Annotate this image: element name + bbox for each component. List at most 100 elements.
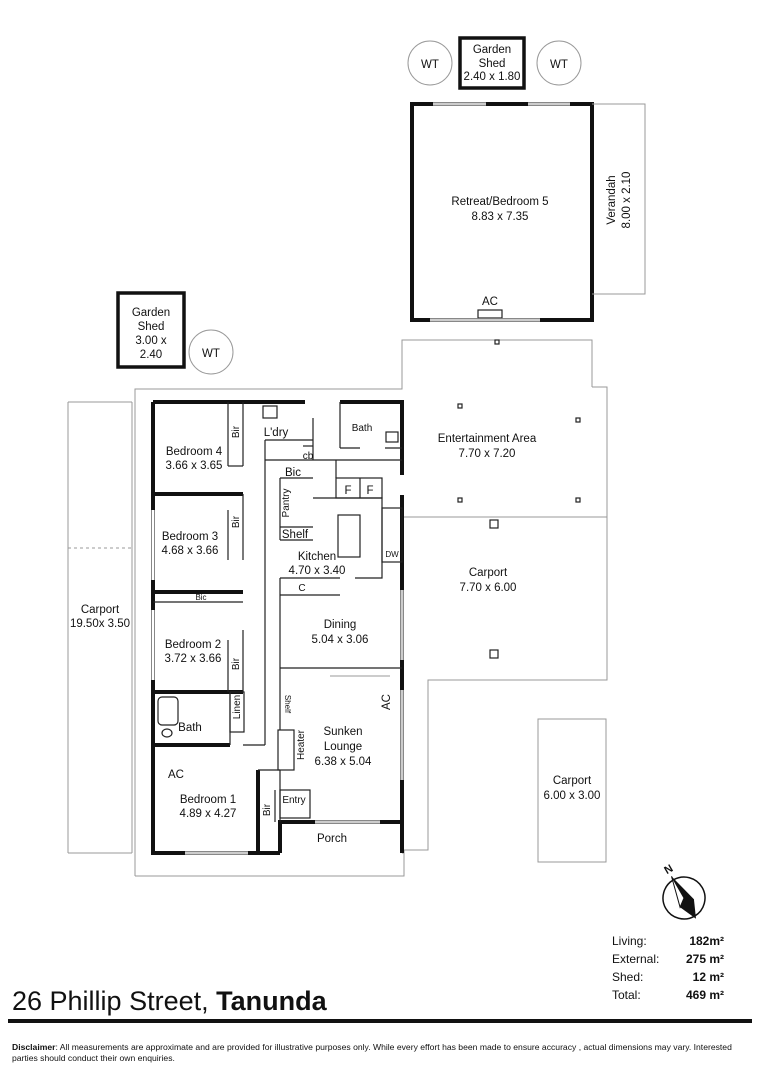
bedroom4-size: 3.66 x 3.65 <box>166 460 223 472</box>
freezer-label: F <box>366 485 373 497</box>
bedroom1-bir: Bir <box>262 803 273 816</box>
area-label: Shed: <box>612 970 644 984</box>
shelf-label: Shelf <box>282 529 309 541</box>
bic-label: Bic <box>285 467 301 479</box>
area-value: 275 m² <box>685 952 724 966</box>
bedroom1-ac: AC <box>168 769 184 781</box>
verandah-name: Verandah <box>606 175 618 224</box>
lounge-shelf: Shelf <box>283 695 292 714</box>
room-bedroom2: Bedroom 2 3.72 x 3.66 Bir <box>165 639 242 670</box>
lounge-line2: Lounge <box>324 741 362 753</box>
disclaimer-text: : All measurements are approximate and a… <box>12 1042 732 1063</box>
title-street: 26 Phillip Street, <box>12 986 209 1016</box>
carport-mid-name: Carport <box>469 567 508 579</box>
room-dining: Dining 5.04 x 3.06 <box>312 619 369 646</box>
carport-right-size: 6.00 x 3.00 <box>544 790 601 802</box>
garden-shed-left-line3: 3.00 x <box>135 335 167 347</box>
area-row: External: 275 m² <box>612 952 732 970</box>
room-bedroom4: Bedroom 4 3.66 x 3.65 Bir <box>166 425 242 472</box>
house-walls <box>151 400 404 855</box>
bath-small-name: Bath <box>352 423 373 434</box>
room-bedroom1: AC Bedroom 1 4.89 x 4.27 Bir <box>168 769 273 820</box>
water-tank: WT <box>407 40 453 86</box>
cupboard-label: C <box>298 583 305 594</box>
water-tank-label: WT <box>202 348 220 360</box>
bedroom1-name: Bedroom 1 <box>180 794 236 806</box>
bedroom2-size: 3.72 x 3.66 <box>165 653 222 665</box>
bedroom2-name: Bedroom 2 <box>165 639 221 651</box>
area-value: 182m² <box>689 934 724 948</box>
area-label: Total: <box>612 988 641 1002</box>
cb-label: cb <box>303 451 314 462</box>
room-laundry: L'dry cb Bic <box>262 405 314 479</box>
carport-left-name: Carport <box>81 604 120 616</box>
kitchen-name: Kitchen <box>298 551 336 563</box>
north-arrow-icon: N <box>662 863 706 920</box>
area-value: 12 m² <box>692 970 724 984</box>
garden-shed-left-line4: 2.40 <box>140 349 162 361</box>
garden-shed-left-line2: Shed <box>138 321 165 333</box>
area-value: 469 m² <box>685 988 724 1002</box>
room-bedroom3: Bedroom 3 4.68 x 3.66 Bir Bic <box>162 515 242 602</box>
verandah-size: 8.00 x 2.10 <box>621 172 633 229</box>
water-tank-label: WT <box>550 59 568 71</box>
water-tank: WT <box>536 40 582 86</box>
carport-mid: Carport 7.70 x 6.00 <box>460 519 517 659</box>
room-kitchen: Pantry Shelf F F Kitchen 4.70 x 3.40 DW … <box>281 485 399 594</box>
bedroom1-size: 4.89 x 4.27 <box>180 808 237 820</box>
area-row: Shed: 12 m² <box>612 970 732 988</box>
bedroom3-bir: Bir <box>231 515 242 528</box>
dishwasher-label: DW <box>385 550 399 559</box>
room-bath-main: Bath Linen <box>157 695 243 738</box>
lounge-size: 6.38 x 5.04 <box>315 756 373 768</box>
retreat-size: 8.83 x 7.35 <box>472 211 529 223</box>
carport-left-size: 19.50x 3.50 <box>70 618 130 630</box>
carport-mid-size: 7.70 x 6.00 <box>460 582 517 594</box>
lounge-ac: AC <box>381 694 393 710</box>
garden-shed-left: Garden Shed 3.00 x 2.40 <box>116 291 186 369</box>
room-bath-small: Bath <box>352 423 399 443</box>
garden-shed-top-line1: Garden <box>473 44 511 56</box>
area-row: Living: 182m² <box>612 934 732 952</box>
property-title: 26 Phillip Street, Tanunda <box>12 986 327 1017</box>
pantry-label: Pantry <box>281 489 292 518</box>
entertainment-name: Entertainment Area <box>438 433 537 445</box>
porch-label: Porch <box>317 833 347 845</box>
room-retreat: Retreat/Bedroom 5 8.83 x 7.35 AC <box>410 102 594 322</box>
garden-shed-top-line2: Shed <box>479 58 506 70</box>
carport-right: Carport 6.00 x 3.00 <box>537 718 607 863</box>
retreat-name: Retreat/Bedroom 5 <box>451 196 548 208</box>
bedroom3-name: Bedroom 3 <box>162 531 218 543</box>
water-tank: WT <box>188 329 234 375</box>
bedroom4-bir: Bir <box>231 425 242 438</box>
heater-label: Heater <box>296 729 307 760</box>
garden-shed-left-line1: Garden <box>132 307 170 319</box>
bath-main-name: Bath <box>178 722 202 734</box>
bedroom3-bic: Bic <box>195 593 206 602</box>
area-summary: Living: 182m² External: 275 m² Shed: 12 … <box>612 934 732 1006</box>
bedroom4-name: Bedroom 4 <box>166 446 223 458</box>
bedroom2-bir: Bir <box>231 657 242 670</box>
carport-left: Carport 19.50x 3.50 <box>67 401 133 854</box>
svg-text:N: N <box>662 863 675 877</box>
room-lounge: Shelf Heater Sunken Lounge 6.38 x 5.04 A… <box>282 694 393 845</box>
garden-shed-top: Garden Shed 2.40 x 1.80 <box>458 36 526 90</box>
fridge-label: F <box>344 485 351 497</box>
retreat-ac: AC <box>482 296 498 308</box>
room-entertainment: Entertainment Area 7.70 x 7.20 <box>438 339 581 503</box>
laundry-name: L'dry <box>264 427 289 439</box>
entertainment-size: 7.70 x 7.20 <box>459 448 516 460</box>
dining-size: 5.04 x 3.06 <box>312 634 369 646</box>
area-label: Living: <box>612 934 647 948</box>
kitchen-size: 4.70 x 3.40 <box>289 565 346 577</box>
area-label: External: <box>612 952 660 966</box>
disclaimer-heading: Disclaimer <box>12 1042 56 1052</box>
linen-label: Linen <box>232 695 243 719</box>
dining-name: Dining <box>324 619 357 631</box>
carport-right-name: Carport <box>553 775 592 787</box>
verandah: Verandah 8.00 x 2.10 <box>592 103 646 295</box>
title-suburb: Tanunda <box>216 986 327 1016</box>
bedroom3-size: 4.68 x 3.66 <box>162 545 219 557</box>
title-divider <box>8 1019 752 1023</box>
